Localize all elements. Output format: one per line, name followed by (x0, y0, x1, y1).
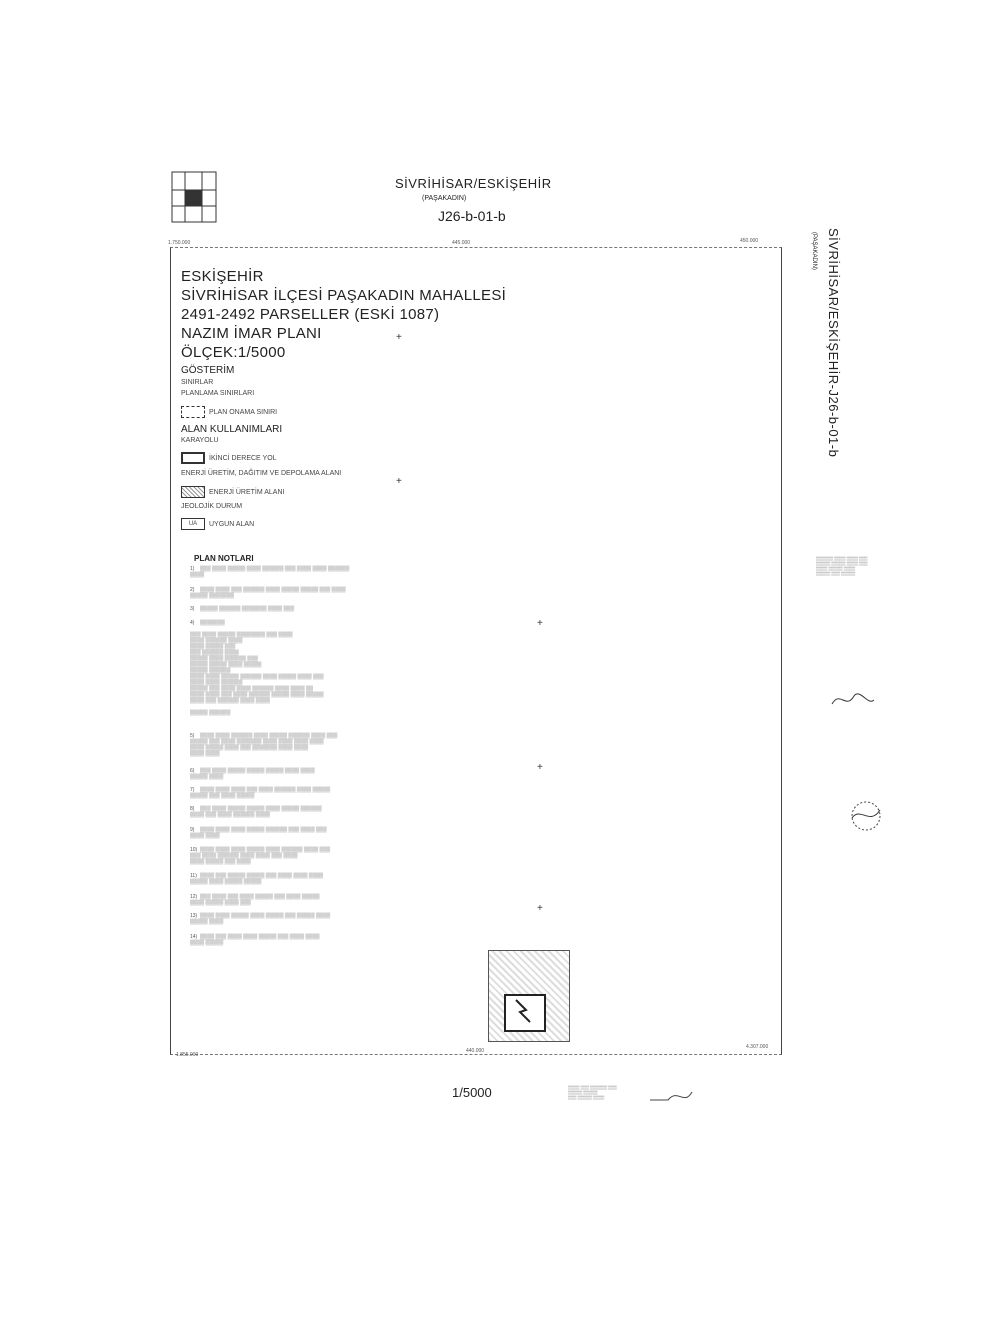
plan-note: 8)▒▒▒ ▒▒▒▒ ▒▒▒▒▒ ▒▒▒▒▒ ▒▒▒▒ ▒▒▒▒▒ ▒▒▒▒▒▒… (190, 806, 322, 818)
plan-title-district: SİVRİHİSAR İLÇESİ PAŞAKADIN MAHALLESİ (181, 287, 507, 304)
legend-group-highway: KARAYOLU (181, 437, 219, 444)
plan-note: 3)▒▒▒▒▒ ▒▒▒▒▒▒ ▒▒▒▒▒▒▒ ▒▒▒▒ ▒▒▒ (190, 606, 295, 612)
legend-approval-boundary: PLAN ONAMA SINIRI (181, 406, 277, 418)
plan-title-city: ESKİŞEHİR (181, 268, 264, 285)
scale-label: 1/5000 (452, 1085, 492, 1100)
grid-cross: + (396, 332, 402, 343)
legend-group-boundaries: SINIRLAR (181, 379, 214, 386)
coord-bottom-left: 1.855.000 (176, 1052, 199, 1058)
sheet-index-map (171, 171, 217, 223)
plan-note: 7)▒▒▒▒ ▒▒▒▒ ▒▒▒▒ ▒▒▒ ▒▒▒▒ ▒▒▒▒▒▒ ▒▒▒▒ ▒▒… (190, 787, 331, 799)
legend-group-land-use: ALAN KULLANIMLARI (181, 424, 283, 435)
side-title: SİVRİHİSAR/ESKİŞEHİR-J26-b-01-b (826, 228, 841, 458)
plan-note: 14)▒▒▒▒ ▒▒▒ ▒▒▒▒ ▒▒▒▒ ▒▒▒▒▒ ▒▒▒ ▒▒▒▒ ▒▒▒… (190, 934, 320, 946)
plan-note: 5)▒▒▒▒ ▒▒▒▒ ▒▒▒▒▒▒ ▒▒▒▒ ▒▒▒▒▒ ▒▒▒▒▒▒ ▒▒▒… (190, 733, 338, 757)
grid-cross: + (537, 618, 543, 629)
plan-note: 2)▒▒▒▒ ▒▒▒▒ ▒▒▒ ▒▒▒▒▒▒ ▒▒▒▒ ▒▒▒▒▒ ▒▒▒▒▒ … (190, 587, 346, 599)
plan-title-parcels: 2491-2492 PARSELLER (ESKİ 1087) (181, 306, 440, 323)
energy-zone-inner (504, 994, 546, 1032)
header-sheet-number: J26-b-01-b (438, 208, 506, 224)
legend-group-geology: JEOLOJİK DURUM (181, 503, 243, 510)
plan-notes-heading: PLAN NOTLARI (194, 554, 254, 563)
coord-bottom-right: 4.307.000 (746, 1044, 769, 1050)
plan-note: 12)▒▒▒ ▒▒▒▒ ▒▒▒ ▒▒▒▒ ▒▒▒▒▒ ▒▒▒ ▒▒▒▒ ▒▒▒▒… (190, 894, 320, 906)
plan-note: 1)▒▒▒ ▒▒▒▒ ▒▒▒▒▒ ▒▒▒▒ ▒▒▒▒▒▒ ▒▒▒ ▒▒▒▒ ▒▒… (190, 566, 350, 578)
plan-note: 4)▒▒▒▒▒▒▒▒▒▒ ▒▒▒▒ ▒▒▒▒▒ ▒▒▒▒▒▒▒▒ ▒▒▒ ▒▒▒… (190, 620, 324, 716)
legend-secondary-road: İKİNCİ DERECE YOL (181, 452, 277, 464)
plan-note: 10)▒▒▒▒ ▒▒▒▒ ▒▒▒▒ ▒▒▒▒▒ ▒▒▒▒ ▒▒▒▒▒▒ ▒▒▒▒… (190, 847, 331, 865)
coord-top-mid: 445.000 (452, 240, 471, 246)
signature (831, 693, 875, 705)
energy-symbol-icon (181, 486, 205, 498)
legend-heading: GÖSTERİM (181, 365, 235, 376)
coord-bottom-mid: 440.000 (466, 1048, 485, 1054)
plan-title-type: NAZIM İMAR PLANI (181, 325, 322, 342)
coord-top-right: 450.000 (740, 238, 759, 244)
plan-note: 13)▒▒▒▒ ▒▒▒▒ ▒▒▒▒▒ ▒▒▒▒ ▒▒▒▒▒ ▒▒▒ ▒▒▒▒▒ … (190, 913, 331, 925)
header-subtitle: (PAŞAKADIN) (422, 195, 467, 202)
grid-cross: + (396, 476, 402, 487)
coord-top-left: 1.750.000 (168, 240, 191, 246)
road-symbol-icon (181, 452, 205, 464)
legend-planning-boundaries: PLANLAMA SINIRLARI (181, 390, 255, 397)
grid-cross: + (537, 762, 543, 773)
bottom-signature (650, 1091, 693, 1101)
lightning-icon (515, 999, 531, 1023)
header-title: SİVRİHİSAR/ESKİŞEHİR (395, 176, 552, 191)
approval-stamp: ▒▒▒▒▒▒ ▒▒▒▒ ▒▒▒▒ ▒▒▒▒▒▒▒▒ ▒▒▒▒▒ ▒▒▒▒ ▒▒▒… (816, 556, 868, 576)
suitable-area-symbol: UA (181, 518, 205, 530)
plan-note: 6)▒▒▒ ▒▒▒▒ ▒▒▒▒▒ ▒▒▒▒▒ ▒▒▒▒▒ ▒▒▒▒ ▒▒▒▒▒▒… (190, 768, 315, 780)
plan-title-scale: ÖLÇEK:1/5000 (181, 344, 286, 361)
boundary-symbol-icon (181, 406, 205, 418)
legend-energy-area: ENERJİ ÜRETİM ALANI (181, 486, 284, 498)
map-frame (170, 247, 782, 1055)
plan-note: 9)▒▒▒▒ ▒▒▒▒ ▒▒▒▒ ▒▒▒▒▒ ▒▒▒▒▒▒ ▒▒▒ ▒▒▒▒ ▒… (190, 827, 327, 839)
bottom-stamp: ▒▒▒▒ ▒▒▒ ▒▒▒▒▒▒ ▒▒▒▒▒▒▒▒ ▒▒▒▒▒▒▒▒ ▒▒▒▒▒ … (568, 1085, 617, 1100)
side-subtitle: (PAŞAKADIN) (811, 232, 817, 270)
legend-group-energy: ENERJİ ÜRETİM, DAĞITIM VE DEPOLAMA ALANI (181, 470, 342, 477)
official-seal (851, 801, 881, 831)
plan-note: 11)▒▒▒▒ ▒▒▒ ▒▒▒▒▒ ▒▒▒▒▒ ▒▒▒ ▒▒▒▒ ▒▒▒▒ ▒▒… (190, 873, 324, 885)
grid-cross: + (537, 903, 543, 914)
